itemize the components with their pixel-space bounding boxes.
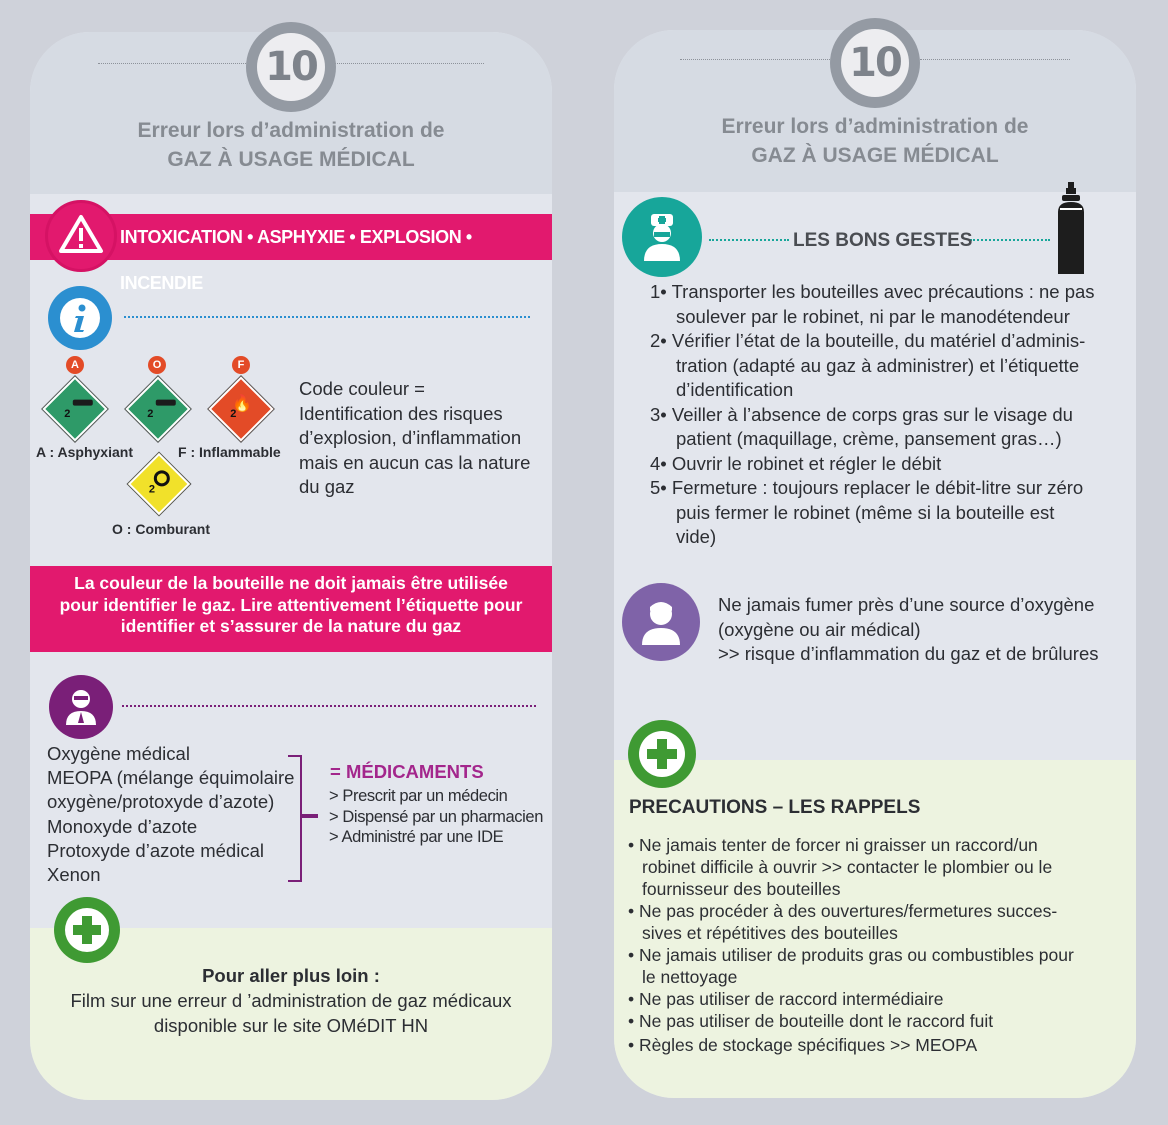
gas-list: Oxygène médical MEOPA (mélange équimolai… xyxy=(47,742,294,887)
title-line-2: GAZ À USAGE MÉDICAL xyxy=(751,144,999,167)
precautions-list: • Ne jamais tenter de forcer ni graisser… xyxy=(628,834,1118,1056)
title-line-1: Erreur lors d’administration de xyxy=(721,115,1029,138)
gas-item: oxygène/protoxyde d’azote) xyxy=(47,791,275,813)
badge: 10 xyxy=(246,22,336,112)
right-card-footer-area xyxy=(614,760,1136,1098)
badge: 10 xyxy=(830,18,920,108)
precaution-item: • Ne pas procéder à des ouvertures/ferme… xyxy=(628,901,1058,943)
no-smoking-warning: Ne jamais fumer près d’une source d’oxyg… xyxy=(718,594,1099,664)
precaution-item: • Ne pas utiliser de bouteille dont le r… xyxy=(628,1011,994,1031)
warning-triangle-icon xyxy=(45,200,117,272)
gas-item: Protoxyde d’azote médical xyxy=(47,839,264,861)
info-divider xyxy=(124,316,530,318)
right-card xyxy=(614,30,1136,1098)
letter-f-badge: F xyxy=(232,356,250,374)
doctor-icon xyxy=(49,675,113,739)
bottle-color-warning: La couleur de la bouteille ne doit jamai… xyxy=(30,566,552,652)
footer-text: Film sur une erreur d ’administration de… xyxy=(70,990,512,1036)
plus-icon xyxy=(628,720,696,788)
precaution-item: • Ne jamais tenter de forcer ni graisser… xyxy=(628,835,1053,899)
footer-title: Pour aller plus loin : xyxy=(202,965,380,986)
label-inflammable: F : Inflammable xyxy=(178,444,281,460)
precaution-item: • Ne jamais utiliser de produits gras ou… xyxy=(628,945,1074,987)
doctor-divider xyxy=(122,705,536,707)
letter-o-badge: O xyxy=(148,356,166,374)
bons-gestes-title: LES BONS GESTES xyxy=(793,230,973,251)
nurse-icon xyxy=(622,197,702,277)
title-line-1: Erreur lors d’administration de xyxy=(137,119,445,142)
page-title: Erreur lors d’administration de GAZ À US… xyxy=(614,112,1136,170)
gas-item: Oxygène médical xyxy=(47,743,190,764)
gas-item: MEOPA (mélange équimolaire xyxy=(47,767,295,789)
danger-bar: INTOXICATION • ASPHYXIE • EXPLOSION • IN… xyxy=(30,214,552,293)
info-icon xyxy=(48,286,112,350)
right-header: 10 Erreur lors d’administration de GAZ À… xyxy=(614,18,1136,188)
label-asphyxiant: A : Asphyxiant xyxy=(36,444,133,460)
bons-gestes-divider-right xyxy=(970,239,1050,241)
left-header: 10 Erreur lors d’administration de GAZ À… xyxy=(30,22,552,192)
danger-bar-text: INTOXICATION • ASPHYXIE • EXPLOSION • IN… xyxy=(120,227,472,293)
page-title: Erreur lors d’administration de GAZ À US… xyxy=(30,116,552,174)
medicaments-list: > Prescrit par un médecin > Dispensé par… xyxy=(329,787,543,846)
precaution-item: • Ne pas utiliser de raccord intermédiai… xyxy=(628,989,944,1009)
step-item: 1• Transporter les bouteilles avec préca… xyxy=(650,281,1095,327)
bracket-tip xyxy=(302,814,318,818)
precaution-item: • Règles de stockage spécifiques >> MEOP… xyxy=(628,1035,978,1055)
code-couleur-text: Code couleur = Identification des risque… xyxy=(299,378,531,497)
badge-number: 10 xyxy=(841,29,909,97)
step-item: 2• Vérifier l’état de la bouteille, du m… xyxy=(650,330,1086,400)
gas-item: Monoxyde d’azote xyxy=(47,815,198,837)
bons-gestes-divider-left xyxy=(709,239,789,241)
label-comburant: O : Comburant xyxy=(112,521,210,537)
badge-number: 10 xyxy=(257,33,325,101)
precautions-title: PRECAUTIONS – LES RAPPELS xyxy=(629,797,921,818)
bracket xyxy=(288,755,302,882)
step-item: 5• Fermeture : toujours replacer le débi… xyxy=(650,477,1084,547)
gas-item: Xenon xyxy=(47,864,101,886)
gas-bottle-icon xyxy=(1056,182,1086,276)
patient-icon xyxy=(622,583,700,661)
title-line-2: GAZ À USAGE MÉDICAL xyxy=(167,148,415,171)
step-item: 4• Ouvrir le robinet et régler le débit xyxy=(650,452,942,474)
left-card-footer-area xyxy=(30,928,552,1100)
plus-icon xyxy=(54,897,120,963)
bons-gestes-steps: 1• Transporter les bouteilles avec préca… xyxy=(650,280,1120,550)
step-item: 3• Veiller à l’absence de corps gras sur… xyxy=(650,403,1073,450)
medicaments-title: = MÉDICAMENTS xyxy=(330,761,484,782)
letter-a-badge: A xyxy=(66,356,84,374)
